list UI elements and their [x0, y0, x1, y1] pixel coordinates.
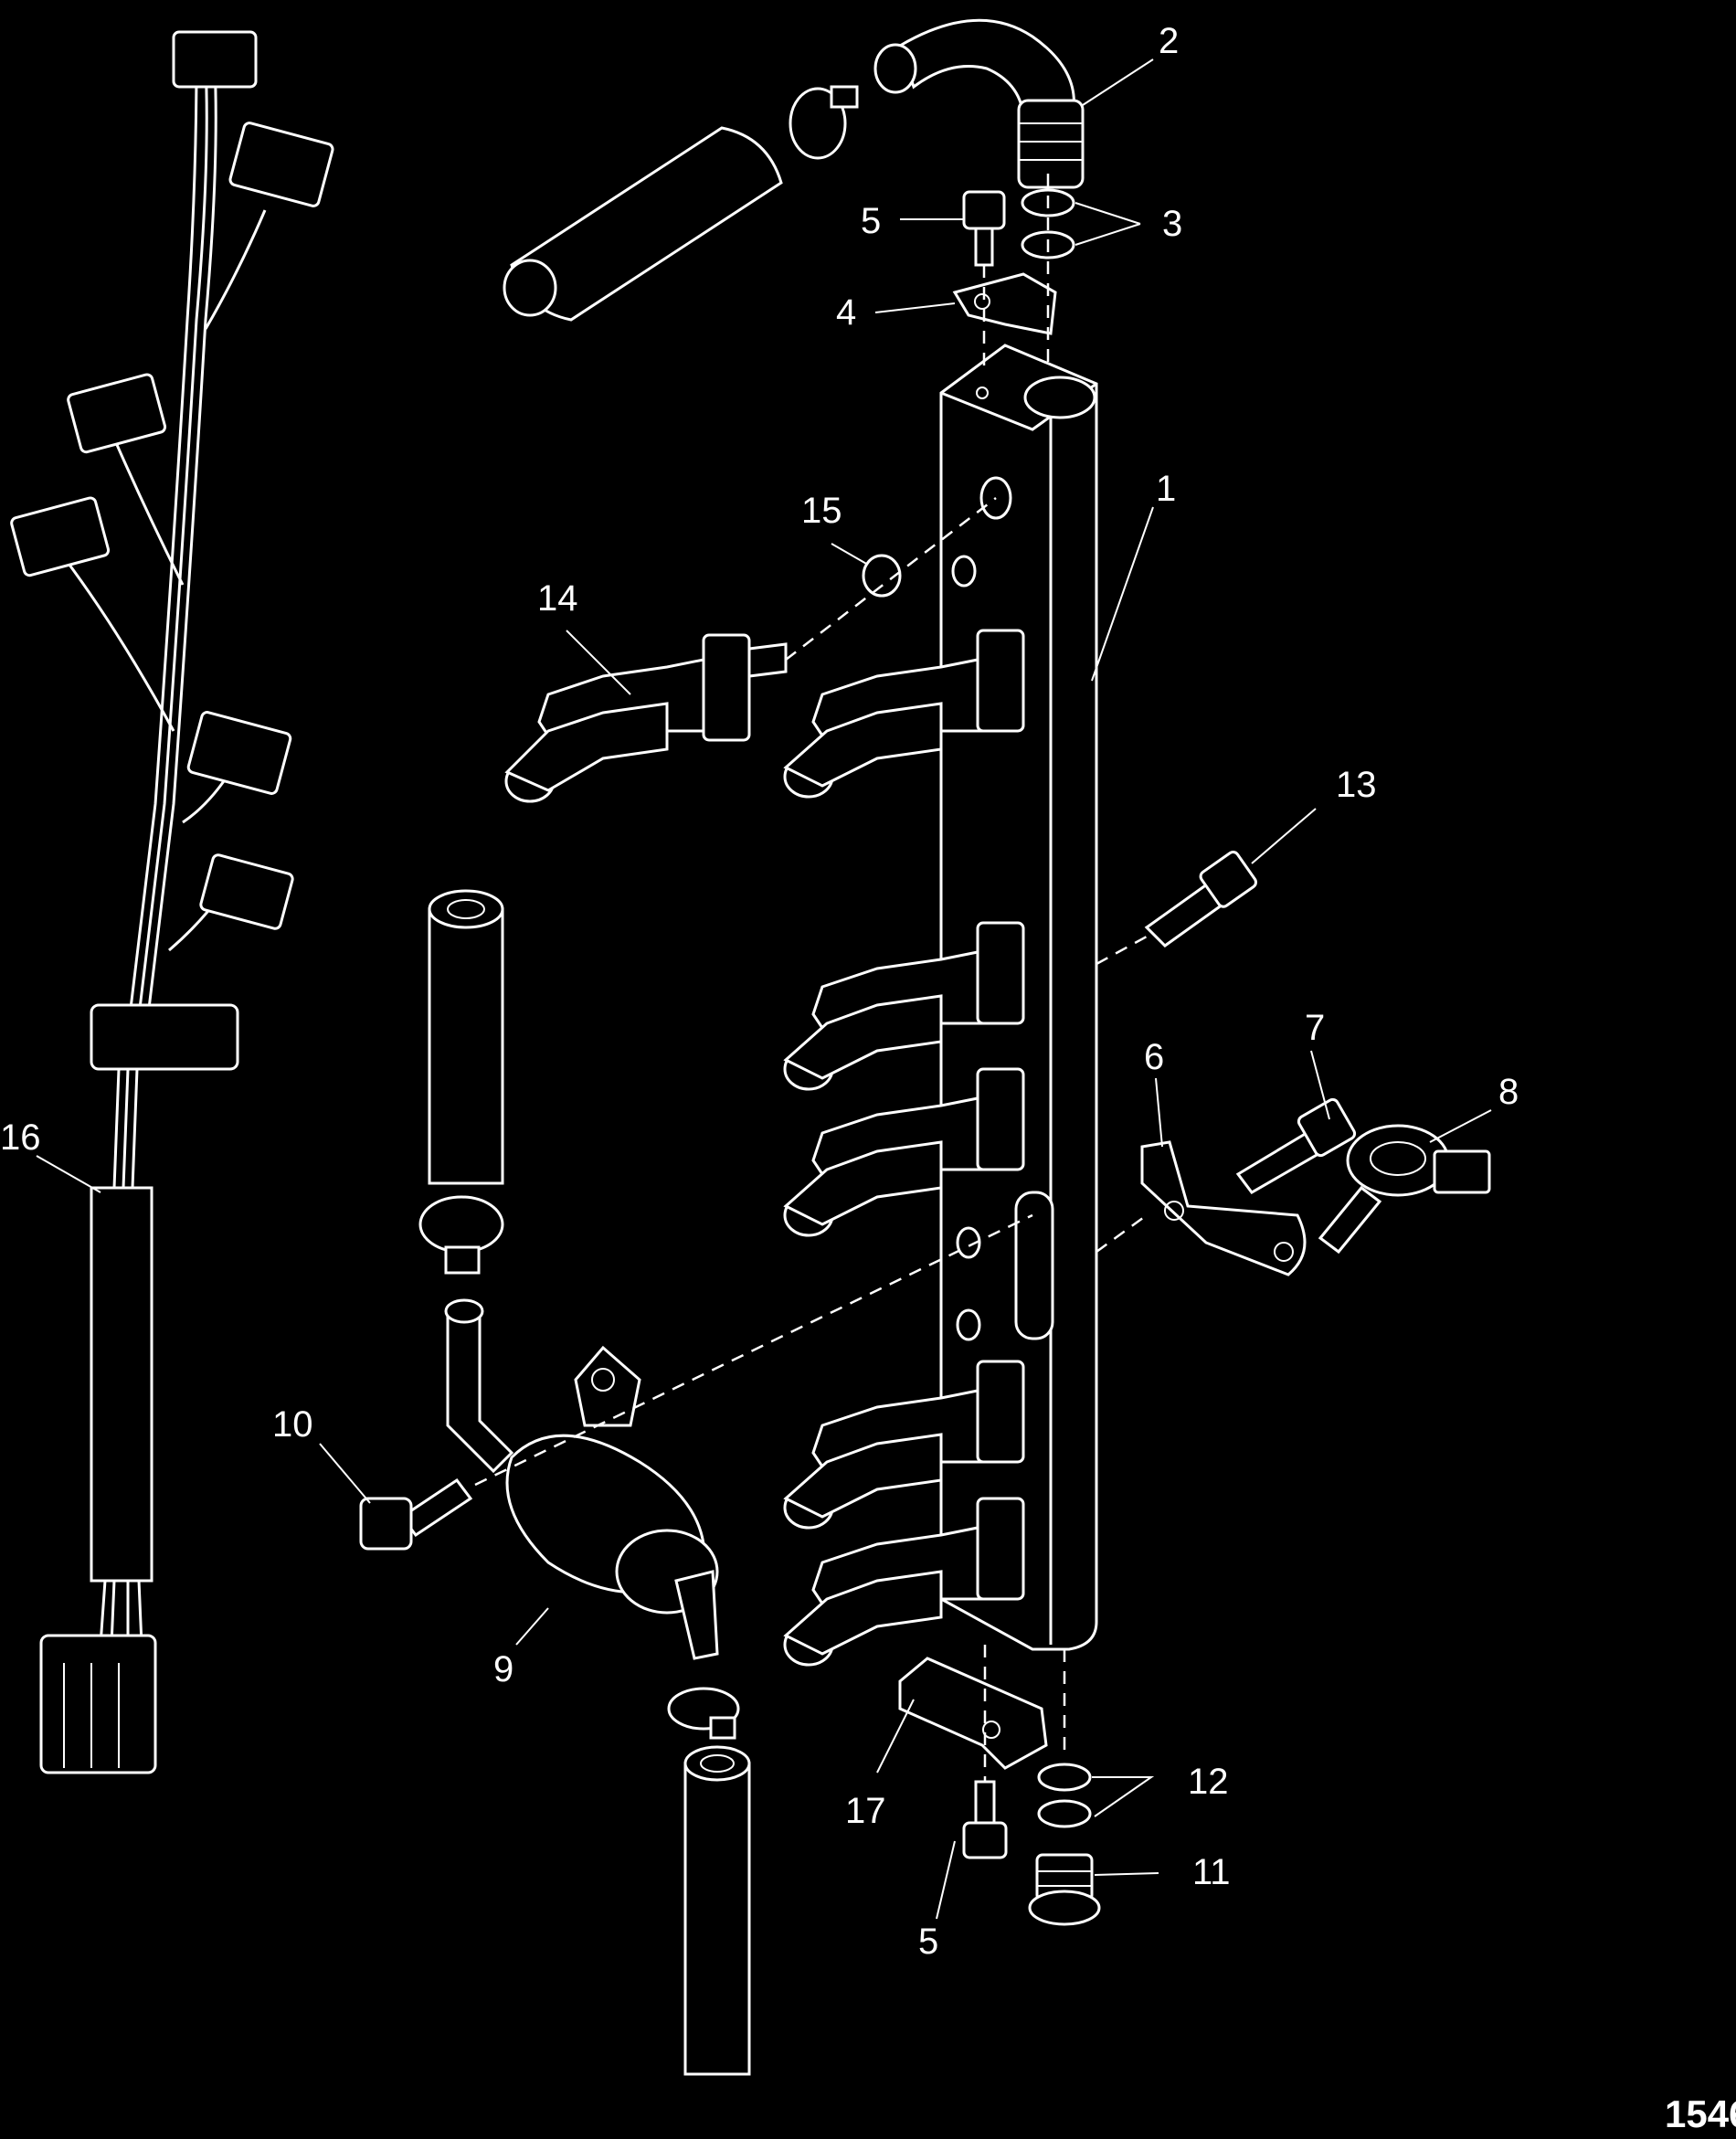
callout-15: 15 [801, 491, 842, 531]
bolt-5-top [962, 190, 1006, 267]
bolt-10 [359, 1477, 473, 1551]
wiring-harness [10, 30, 334, 1774]
callout-8: 8 [1498, 1072, 1519, 1112]
pressure-regulator [444, 1298, 719, 1660]
bolt-13-alignment [1096, 935, 1148, 966]
callout-16: 16 [0, 1117, 41, 1158]
bolt-7 [1235, 1097, 1357, 1194]
injector-4 [783, 1360, 1025, 1530]
callout-7: 7 [1305, 1008, 1325, 1048]
clamp-8 [1318, 1124, 1491, 1255]
callout-13: 13 [1336, 765, 1377, 805]
callout-12: 12 [1188, 1762, 1229, 1802]
callout-9: 9 [493, 1649, 513, 1689]
injector-5 [783, 1497, 1025, 1667]
bolt-5-bottom [962, 1780, 1008, 1859]
injector-exploded [504, 633, 788, 803]
injector-alignment-line [785, 497, 997, 661]
callout-2: 2 [1159, 21, 1179, 61]
leader-lines [36, 58, 1492, 1920]
injector-rail-group [783, 629, 1025, 1667]
o-rings-12 [1037, 1763, 1092, 1828]
injector-2 [783, 921, 1025, 1091]
callout-5-top: 5 [861, 201, 881, 241]
callout-5-bottom: 5 [918, 1922, 938, 1962]
bracket-6 [1140, 1140, 1307, 1276]
plug-11 [1028, 1853, 1101, 1926]
bracket-6-alignment [1096, 1213, 1148, 1254]
callout-6: 6 [1144, 1037, 1164, 1077]
callout-14: 14 [537, 578, 578, 619]
callout-17: 17 [845, 1791, 886, 1831]
hose-clamp-regulator-lower [667, 1687, 740, 1740]
hose-regulator-upper [428, 889, 504, 1185]
bolt-13 [1144, 851, 1257, 948]
hose-clamp-top [789, 85, 859, 160]
bracket-17 [898, 1657, 1048, 1770]
elbow-fitting [873, 18, 1085, 189]
regulator-alignment-line [474, 1213, 1033, 1487]
callout-4: 4 [836, 292, 856, 333]
callout-3: 3 [1162, 204, 1182, 244]
hose-clamp-regulator-upper [418, 1195, 504, 1275]
o-ring-15 [862, 554, 902, 598]
hose-regulator-lower [683, 1745, 751, 2076]
callout-10: 10 [272, 1404, 313, 1445]
injector-1 [783, 629, 1025, 799]
bracket-4 [952, 272, 1057, 335]
injector-3 [783, 1067, 1025, 1237]
fuel-hose-top [503, 126, 783, 322]
figure-number: 1546 [1665, 2092, 1736, 2135]
callout-11: 11 [1192, 1852, 1231, 1892]
callout-1: 1 [1156, 469, 1176, 509]
